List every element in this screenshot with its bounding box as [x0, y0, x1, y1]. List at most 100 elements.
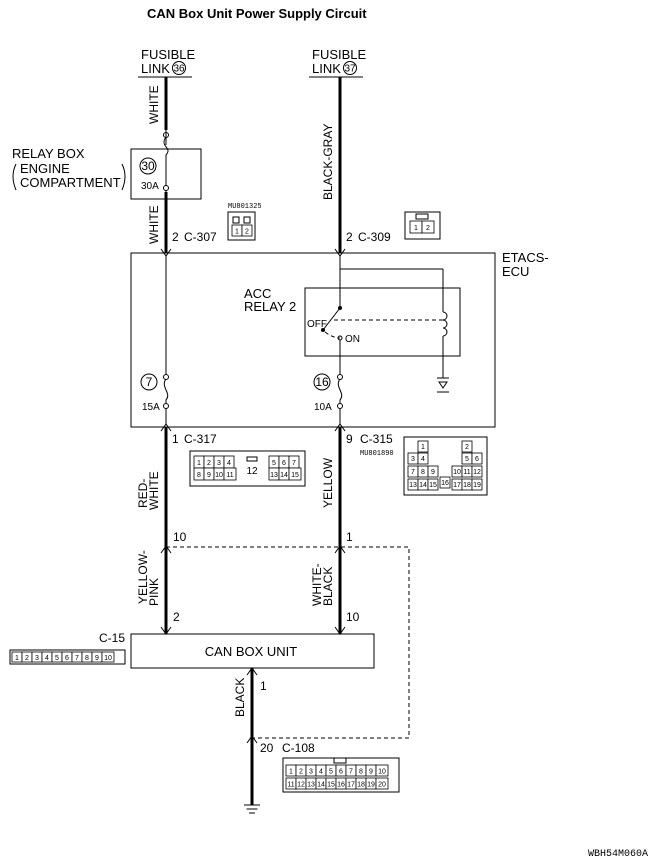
c307-pin: 2	[172, 230, 179, 244]
relay-box-fuse-terminal-bottom	[163, 185, 169, 191]
c315-cell-17: 17	[453, 482, 461, 489]
c315-cell-8: 8	[421, 469, 425, 476]
c315-cell-6: 6	[475, 456, 479, 463]
c108-connector	[282, 757, 400, 793]
fusible-link-36-label-1: FUSIBLE	[141, 47, 196, 62]
c315-cell-18: 18	[463, 482, 471, 489]
c315-cell-4: 4	[421, 456, 425, 463]
relay-box-fuse-circle	[139, 157, 157, 175]
relay-coil	[442, 311, 448, 337]
fusible-link-36-circle	[172, 61, 186, 75]
fusible-link-36-label-2: LINK	[141, 61, 170, 76]
c309-cell-2-label: 2	[426, 225, 430, 232]
etacs-label-2: ECU	[502, 264, 529, 279]
c108-cell-12: 12	[297, 782, 305, 789]
wire-label-black: BLACK	[233, 678, 247, 717]
c309-pin: 2	[346, 230, 353, 244]
c108-cell-3: 3	[309, 769, 313, 776]
c307-latch-left	[232, 216, 240, 224]
c307-latch-right	[243, 216, 251, 224]
wire-label-red-white-2: WHITE	[147, 471, 161, 510]
c315-cell-9: 9	[431, 469, 435, 476]
junction-mark-right	[334, 545, 346, 554]
figure-code: WBH54M060A	[588, 849, 648, 860]
wire-label-yellow-pink-1: YELLOW-	[136, 550, 150, 604]
c317-cell-9: 9	[207, 472, 211, 479]
fuse-7-terminal-top	[163, 374, 169, 380]
c108-cell-19: 19	[367, 782, 375, 789]
pin-1-can-ground: 1	[260, 679, 267, 693]
c108-cell-20: 20	[378, 782, 386, 789]
diagram-title: CAN Box Unit Power Supply Circuit	[147, 6, 367, 21]
c307-cell-2	[241, 224, 253, 237]
c15-connector	[9, 649, 126, 665]
can-box-ground-terminal	[246, 667, 258, 676]
c315-cell-15: 15	[429, 482, 437, 489]
fuse-16-element	[337, 378, 343, 403]
c317-cell-6: 6	[282, 460, 286, 467]
c315-cell-14: 14	[419, 482, 427, 489]
c315-cell-1: 1	[421, 444, 425, 451]
c315-connector	[403, 436, 488, 496]
relay-box-fuse-number: 30	[141, 159, 155, 173]
relay-ground-symbol	[437, 377, 449, 393]
c108-cell-7: 7	[349, 769, 353, 776]
etacs-ecu-box	[130, 252, 496, 428]
wire-label-black-gray: BLACK-GRAY	[321, 124, 335, 200]
c108-cell-6: 6	[339, 769, 343, 776]
c108-pin: 20	[260, 741, 274, 755]
c309-latch	[415, 213, 429, 220]
acc-relay-label-2: RELAY 2	[244, 299, 296, 314]
fuse-16-rating: 10A	[314, 402, 332, 413]
c15-cell-10: 10	[104, 655, 112, 662]
fuse-7-element	[163, 378, 169, 403]
fuse-16-circle	[313, 373, 331, 391]
c315-cell-11: 11	[463, 469, 470, 476]
c15-cell-6: 6	[65, 655, 69, 662]
c317-cell-3: 3	[217, 460, 221, 467]
c15-name: C-15	[99, 631, 125, 645]
c307-cell-1-label: 1	[235, 229, 239, 236]
c317-name: C-317	[184, 432, 217, 446]
c15-cell-1: 1	[15, 655, 19, 662]
fuse-7-terminal-bottom	[163, 403, 169, 409]
c315-name: C-315	[360, 432, 393, 446]
c309-cell-1-label: 1	[414, 225, 418, 232]
c315-cell-7: 7	[411, 469, 415, 476]
pin-10-can-right: 10	[346, 610, 360, 624]
c108-cell-14: 14	[317, 782, 325, 789]
c108-cell-9: 9	[369, 769, 373, 776]
c307-cell-2-label: 2	[245, 229, 249, 236]
relay-box-label-1: RELAY BOX	[12, 146, 85, 161]
c315-cell-19: 19	[473, 482, 481, 489]
relay-switch-arm	[322, 307, 341, 331]
relay-on-label: ON	[345, 334, 360, 345]
fuse-16-number: 16	[315, 375, 329, 389]
c108-cell-18: 18	[357, 782, 365, 789]
c315-pin: 9	[346, 432, 353, 446]
wire-label-yellow-pink-2: PINK	[147, 578, 161, 606]
c317-connector	[189, 450, 306, 487]
c108-cell-5: 5	[329, 769, 333, 776]
fuse-16-terminal-bottom	[337, 403, 343, 409]
c15-cell-4: 4	[45, 655, 49, 662]
c108-cell-11: 11	[287, 782, 294, 789]
c108-cell-4: 4	[319, 769, 323, 776]
fusible-link-36-number: 36	[173, 64, 185, 75]
relay-off-label: OFF	[307, 319, 327, 330]
c15-cell-8: 8	[85, 655, 89, 662]
relay-box-fuse-element	[163, 136, 169, 186]
c317-cell-4: 4	[227, 460, 231, 467]
c317-cell-12: 12	[246, 466, 258, 477]
relay-box-label-2: ENGINE	[20, 161, 70, 176]
acc-relay-label-1: ACC	[244, 286, 271, 301]
c15-cell-5: 5	[55, 655, 59, 662]
relay-on-path	[324, 331, 341, 339]
c15-cell-3: 3	[35, 655, 39, 662]
wire-label-white-mid: WHITE	[147, 205, 161, 244]
fusible-link-37-circle	[343, 61, 357, 75]
can-box-unit-label: CAN BOX UNIT	[205, 644, 298, 659]
c108-cell-2: 2	[299, 769, 303, 776]
c15-cell-7: 7	[75, 655, 79, 662]
c15-cell-2: 2	[25, 655, 29, 662]
